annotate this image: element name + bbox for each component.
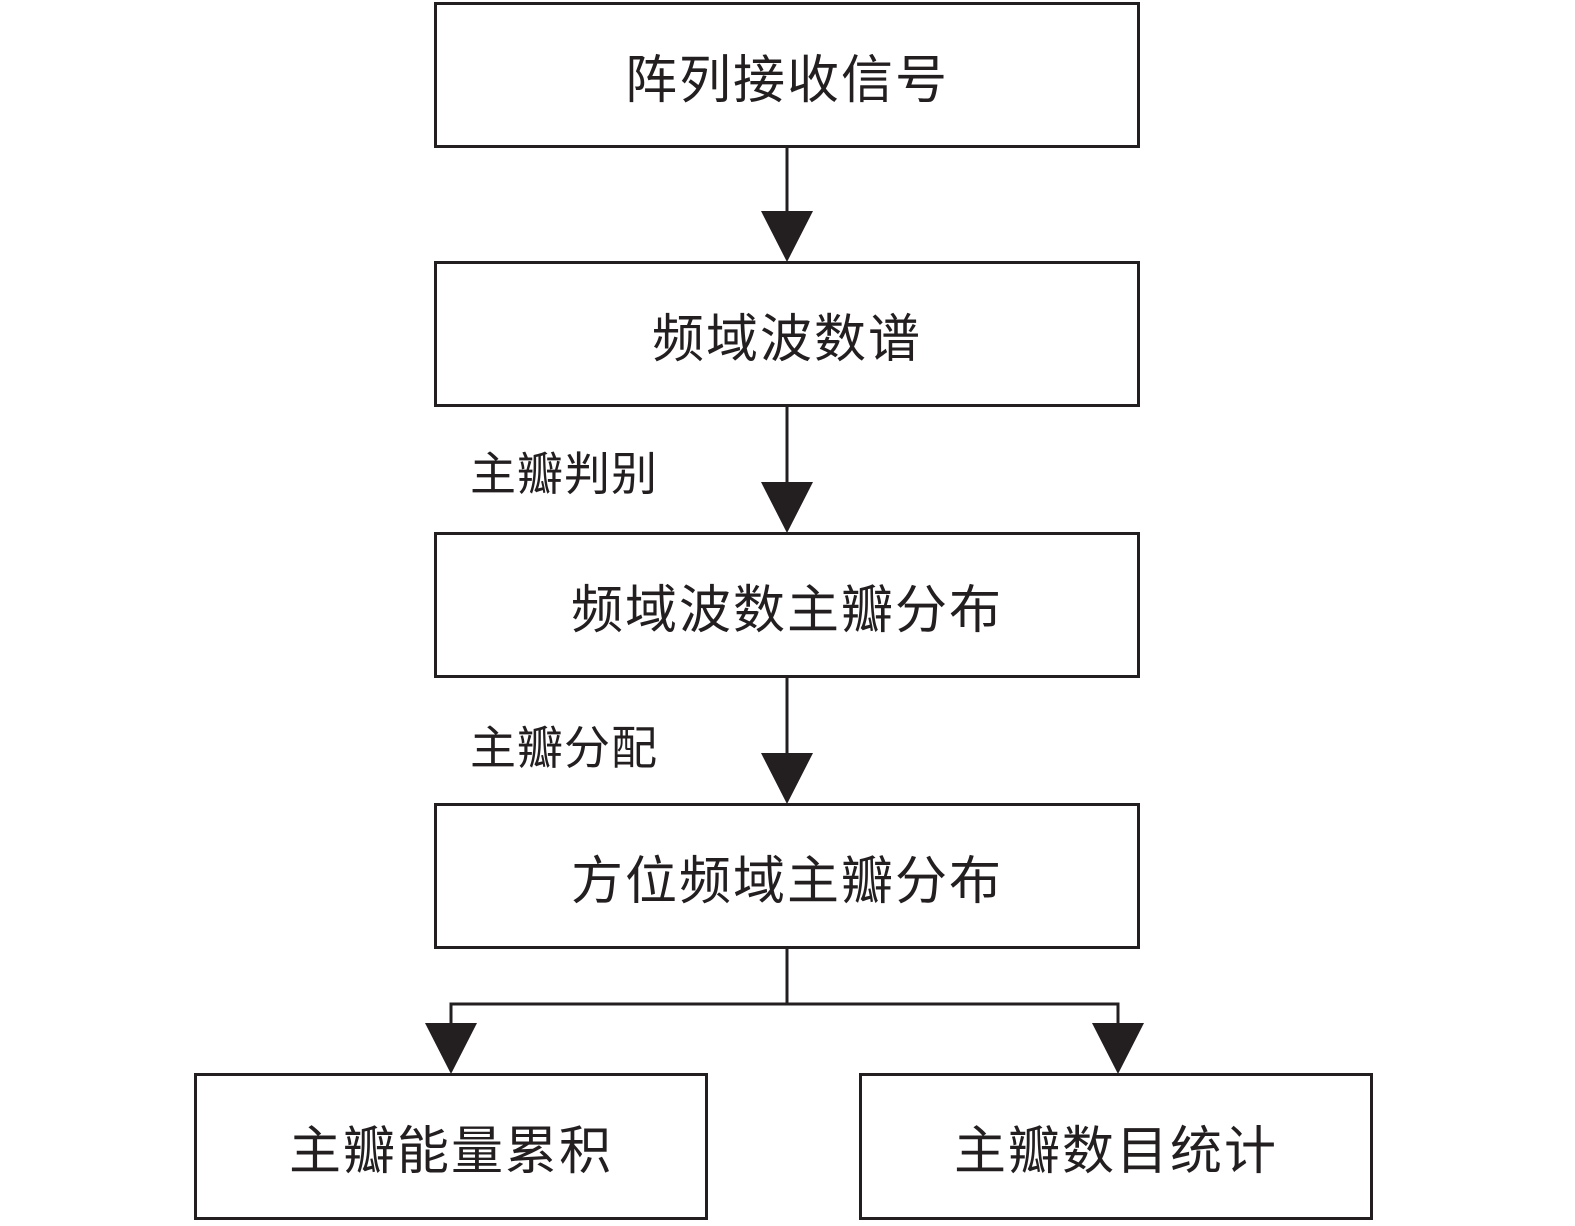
node-azimuth-freq-mainlobe: 方位频域主瓣分布 bbox=[434, 803, 1140, 949]
arrowhead-4-right bbox=[1092, 1023, 1144, 1074]
arrowhead-4-left bbox=[425, 1023, 477, 1074]
node-label: 频域波数主瓣分布 bbox=[570, 580, 1003, 641]
arrowhead-3 bbox=[761, 753, 813, 804]
node-label: 频域波数谱 bbox=[651, 309, 922, 370]
node-label: 阵列接收信号 bbox=[624, 50, 949, 111]
edge-label-mainlobe-discrimination: 主瓣判别 bbox=[470, 447, 658, 501]
node-freq-wavenumber-spectrum: 频域波数谱 bbox=[434, 261, 1140, 407]
node-label: 主瓣能量累积 bbox=[288, 1122, 613, 1182]
node-label: 方位频域主瓣分布 bbox=[570, 851, 1003, 912]
node-label: 主瓣数目统计 bbox=[953, 1122, 1278, 1182]
node-mainlobe-count-statistics: 主瓣数目统计 bbox=[859, 1073, 1373, 1220]
node-array-signal: 阵列接收信号 bbox=[434, 2, 1140, 148]
edge-line-4-branch-left bbox=[449, 1002, 787, 1024]
arrowhead-1 bbox=[761, 211, 813, 262]
node-mainlobe-energy-accumulation: 主瓣能量累积 bbox=[194, 1073, 708, 1220]
edge-line-4-branch-right bbox=[787, 1002, 1120, 1024]
edge-label-mainlobe-assignment: 主瓣分配 bbox=[470, 721, 658, 775]
arrowhead-2 bbox=[761, 482, 813, 533]
node-freq-wavenumber-mainlobe: 频域波数主瓣分布 bbox=[434, 532, 1140, 678]
